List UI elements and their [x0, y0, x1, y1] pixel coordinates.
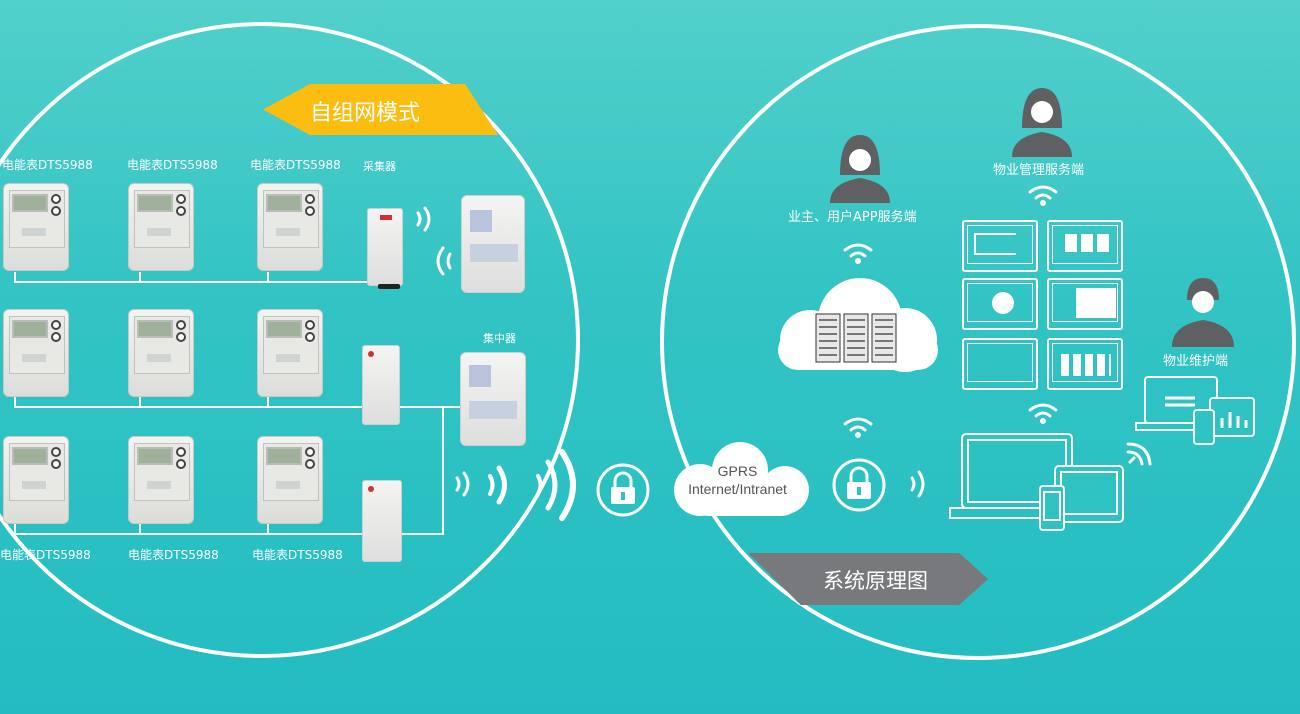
wifi-icon — [843, 243, 873, 264]
antenna — [378, 284, 400, 289]
left-circle — [0, 22, 580, 658]
gprs-cloud-text: GPRS Internet/Intranet — [665, 462, 810, 498]
lock-icon — [596, 463, 650, 517]
self-network-mode-title: 自组网模式 — [310, 101, 421, 126]
cloud-line2: Internet/Intranet — [688, 481, 787, 497]
meter-label: 电能表DTS5988 — [2, 158, 93, 172]
tablet-icon — [1054, 465, 1124, 523]
energy-meter — [3, 183, 69, 271]
signal-icon — [416, 206, 470, 497]
energy-meter — [257, 436, 323, 524]
concentrator-label: 集中器 — [483, 332, 516, 345]
meter-label: 电能表DTS5988 — [0, 548, 91, 562]
collector-device — [367, 208, 403, 286]
wifi-icon — [843, 417, 873, 438]
signal-icon — [910, 470, 925, 498]
signal-icon — [1126, 442, 1152, 466]
cloud-line1: GPRS — [717, 463, 758, 479]
concentrator-device — [460, 352, 526, 446]
person-icon — [1172, 278, 1234, 347]
meter-label: 电能表DTS5988 — [127, 158, 218, 172]
gprs-cloud — [674, 442, 809, 516]
collector-label: 采集器 — [363, 160, 396, 173]
wifi-icon — [1028, 403, 1058, 424]
owner-app-label: 业主、用户APP服务端 — [788, 210, 917, 225]
property-mgmt-label: 物业管理服务端 — [993, 163, 1085, 178]
self-network-mode-banner — [263, 84, 498, 135]
repeater-device — [362, 480, 402, 562]
big-signal-icon — [488, 449, 576, 521]
energy-meter — [128, 183, 194, 271]
concentrator-device — [461, 195, 525, 293]
dashboard-screen-tiles — [1047, 220, 1123, 272]
system-diagram-title: 系统原理图 — [823, 569, 928, 593]
maintenance-label: 物业维护端 — [1163, 354, 1229, 369]
person-icon — [830, 135, 890, 203]
meter-label: 电能表DTS5988 — [250, 158, 341, 172]
dashboard-screen-bar-chart — [1047, 338, 1123, 390]
energy-meter — [3, 436, 69, 524]
repeater-device — [362, 345, 400, 425]
dashboard-screen-panel — [1047, 278, 1123, 330]
phone-icon — [1039, 485, 1065, 531]
meter-label: 电能表DTS5988 — [128, 548, 219, 562]
server-slots — [819, 319, 893, 356]
bus-lines — [14, 272, 462, 535]
right-circle — [660, 24, 1296, 660]
wifi-icon — [1028, 185, 1058, 206]
dashboard-screen-pie — [962, 278, 1038, 330]
energy-meter — [257, 183, 323, 271]
energy-meter — [128, 436, 194, 524]
energy-meter — [3, 309, 69, 397]
small-devices-icon — [1135, 376, 1255, 445]
energy-meter — [128, 309, 194, 397]
dashboard-screen-line-chart — [962, 338, 1038, 390]
lock-icon — [832, 458, 886, 512]
energy-meter — [257, 309, 323, 397]
dashboard-screen-list — [962, 220, 1038, 272]
person-icon — [1012, 88, 1072, 157]
meter-label: 电能表DTS5988 — [252, 548, 343, 562]
